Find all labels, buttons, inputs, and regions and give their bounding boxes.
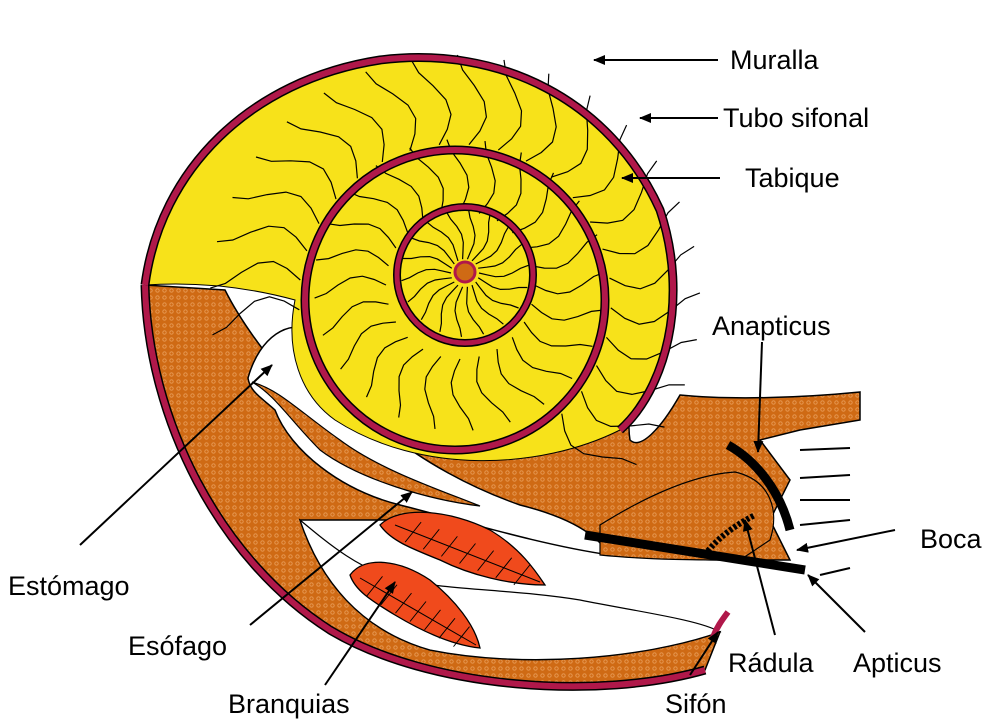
label-muralla: Muralla [730, 45, 820, 75]
leader-apticus [808, 575, 865, 632]
label-tabique: Tabique [745, 163, 840, 193]
label-boca: Boca [920, 524, 983, 554]
label-sifon: Sifón [665, 689, 727, 719]
leader-boca [797, 530, 895, 550]
label-tubo-sifonal: Tubo sifonal [723, 103, 869, 133]
label-esofago: Esófago [128, 631, 227, 661]
label-estomago: Estómago [8, 571, 130, 601]
label-radula: Rádula [728, 648, 815, 678]
label-anapticus: Anapticus [712, 311, 831, 341]
label-apticus: Apticus [853, 648, 942, 678]
protoconch [455, 262, 475, 282]
arms [800, 448, 850, 575]
label-branquias: Branquias [228, 689, 350, 719]
